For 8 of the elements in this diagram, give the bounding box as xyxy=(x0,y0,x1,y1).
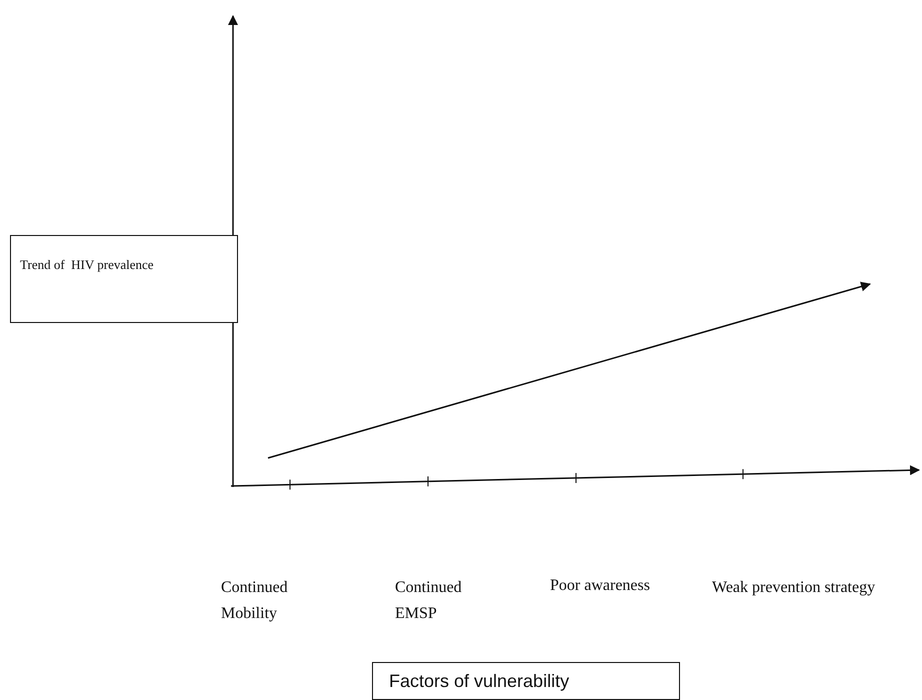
category-label: Continued Mobility xyxy=(221,578,289,624)
label-box xyxy=(10,235,238,323)
box-text: Factors of vulnerability xyxy=(389,670,570,693)
box-text: Trend of HIV prevalence xyxy=(20,256,155,274)
label-box xyxy=(372,662,680,700)
category-label: Poor awareness xyxy=(550,576,651,596)
category-label: Weak prevention strategy xyxy=(712,578,876,598)
category-label: Continued EMSP xyxy=(395,578,463,624)
